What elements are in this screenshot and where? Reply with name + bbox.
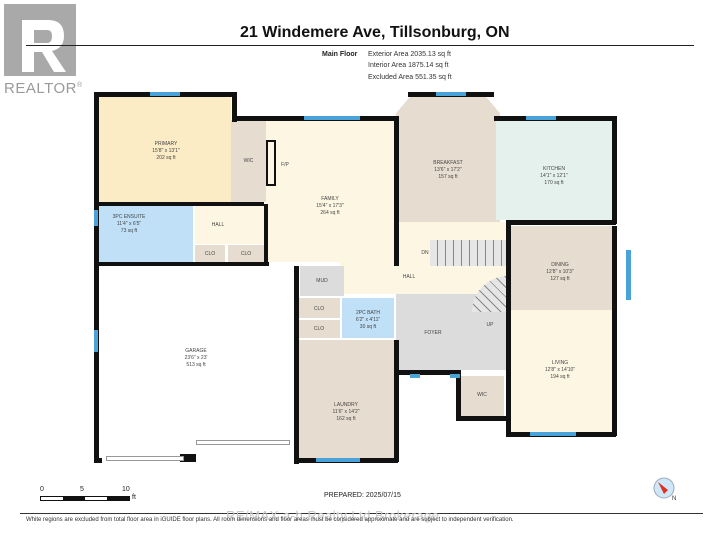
- room-mud: MUD: [300, 266, 344, 296]
- room-wic: WIC: [460, 376, 504, 416]
- realtor-logo: [4, 4, 76, 76]
- wall: [94, 458, 102, 463]
- room-closet: CLO: [298, 320, 340, 338]
- disclaimer: White regions are excluded from total fl…: [26, 517, 514, 523]
- wall: [456, 416, 510, 421]
- wall: [180, 454, 196, 462]
- garage-door: [106, 456, 184, 461]
- window: [450, 374, 460, 378]
- room-closet: CLO: [298, 298, 340, 318]
- wall: [294, 266, 299, 464]
- interior-area: Interior Area 1875.14 sq ft: [368, 62, 449, 69]
- wall: [506, 220, 616, 225]
- exterior-area: Exterior Area 2035.13 sq ft: [368, 51, 451, 58]
- wall: [94, 262, 269, 266]
- wall: [612, 226, 617, 436]
- wall: [94, 202, 264, 206]
- room-hall: HALL: [195, 206, 265, 244]
- window: [150, 92, 180, 96]
- fireplace-label: F/P: [281, 162, 289, 168]
- window: [436, 92, 466, 96]
- wall: [94, 92, 99, 462]
- room-closet: CLO: [195, 245, 225, 263]
- window: [410, 374, 420, 378]
- title-divider: [26, 45, 694, 46]
- wall: [394, 340, 399, 462]
- wall: [394, 116, 399, 266]
- svg-text:N: N: [672, 496, 676, 502]
- fireplace: [266, 140, 276, 186]
- stairs-down: [430, 240, 508, 266]
- window: [94, 210, 98, 226]
- window: [94, 330, 98, 352]
- brokerage-watermark: RE/MAX a-b Realty Ltd Brokerage: [226, 508, 440, 523]
- compass-icon: N: [653, 477, 676, 502]
- window: [530, 432, 576, 436]
- room-wic: WIC: [231, 120, 266, 202]
- footer-divider: [20, 513, 703, 514]
- page-title: 21 Windemere Ave, Tillsonburg, ON: [240, 24, 510, 41]
- garage-door: [196, 440, 290, 445]
- realtor-r-icon: [22, 20, 66, 72]
- window: [316, 458, 360, 462]
- window: [526, 116, 556, 120]
- window: [626, 250, 631, 300]
- wall: [232, 92, 237, 122]
- room-closet: CLO: [228, 245, 264, 263]
- stairs-down-label: DN: [421, 250, 429, 256]
- excluded-area: Excluded Area 551.35 sq ft: [368, 74, 452, 81]
- prepared-date: PREPARED: 2025/07/15: [324, 492, 401, 499]
- wall: [264, 204, 268, 266]
- wall: [394, 370, 460, 375]
- wall: [506, 220, 511, 436]
- wall: [612, 116, 617, 224]
- floor-label: Main Floor: [322, 51, 358, 58]
- wall: [456, 370, 461, 420]
- window: [304, 116, 360, 120]
- realtor-logo-text: REALTOR®: [4, 80, 83, 97]
